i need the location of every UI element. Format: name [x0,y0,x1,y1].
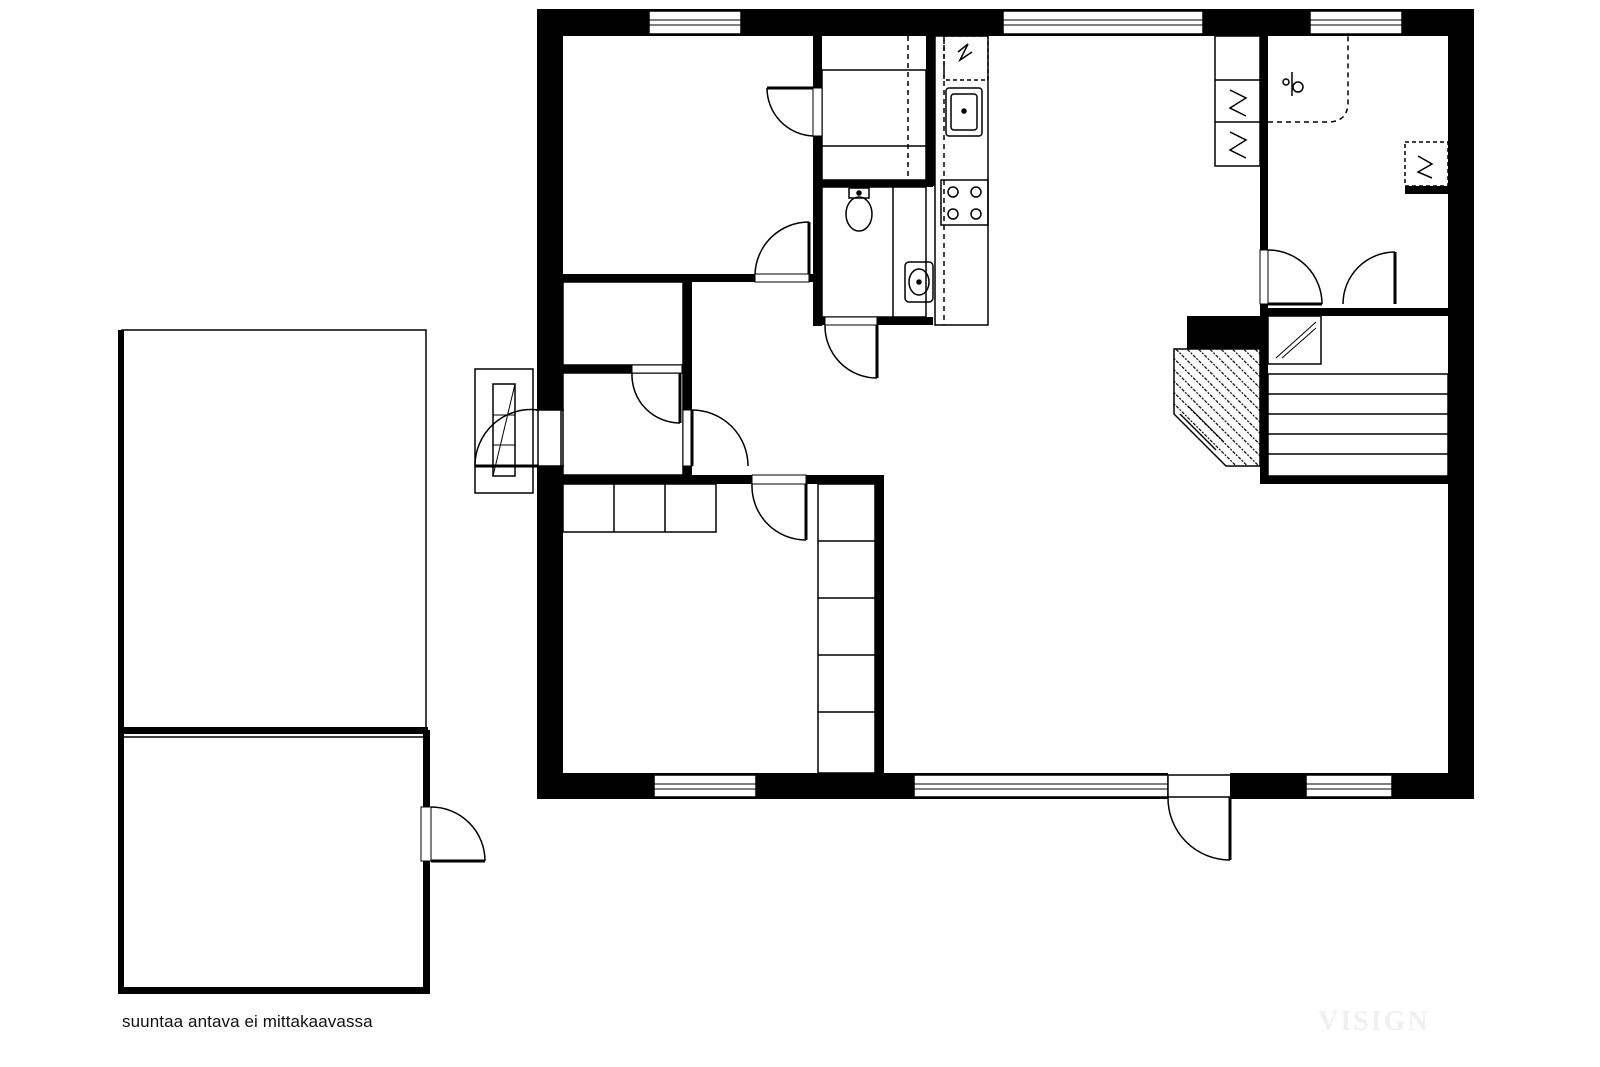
outbuilding-door [420,806,486,863]
west-entry-door [474,368,564,494]
window-top-2 [1002,10,1204,35]
washroom-door-2 [1342,251,1397,308]
entrance-door [1167,772,1232,861]
scale-note: suuntaa antava ei mittakaavassa [122,1012,373,1031]
wardrobe-column [817,483,876,774]
hall-door [682,409,749,467]
bedroom2-door [751,474,808,541]
wardrobe-row [562,483,717,533]
hall-closets [562,281,684,476]
window-top-1 [648,10,742,35]
outbuilding [118,329,486,994]
kitchen-counter [934,35,989,326]
watermark-logo: VISIGN [1318,1006,1430,1037]
bathroom-fixtures [821,186,934,318]
washroom-fixtures [1268,36,1449,187]
wardrobe-top [821,36,927,181]
bedroom1-door [754,221,811,283]
utility-counter [1214,35,1261,167]
fireplace [1173,348,1261,467]
bathroom-door [824,316,879,379]
window-bottom-3 [1305,774,1393,798]
washroom-door-1 [1259,249,1323,306]
sauna [1267,315,1449,477]
closet-door [631,364,683,424]
main-house [474,9,1474,861]
window-bottom-1 [653,774,757,798]
window-bottom-2 [913,774,1169,798]
window-top-3 [1309,10,1403,35]
bedroom1-wardrobe-door [766,86,823,137]
